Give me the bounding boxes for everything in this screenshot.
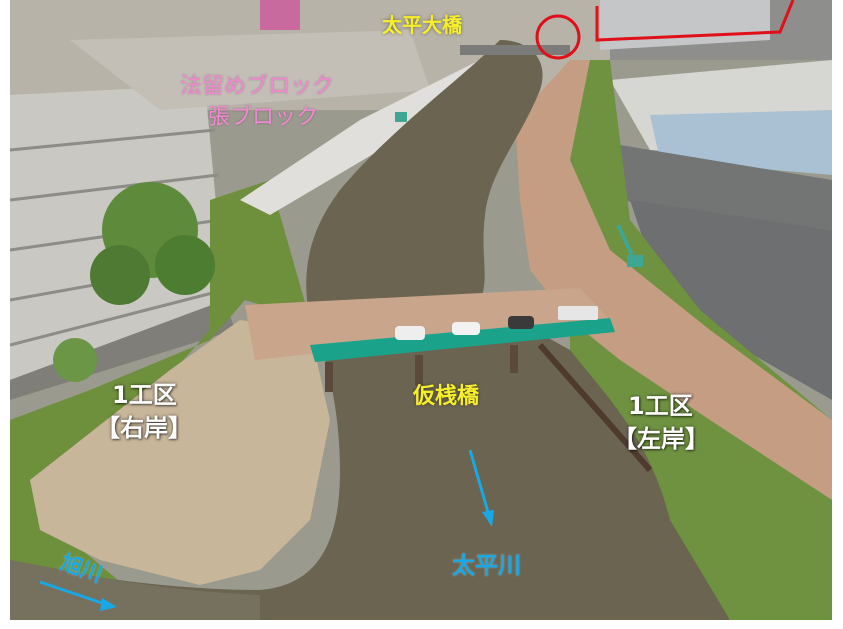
revetment-block <box>240 60 495 215</box>
flow-arrow-tributary <box>39 580 117 611</box>
excavators <box>395 112 643 267</box>
flow-arrow-main <box>468 449 494 527</box>
river-main-label: 太平川 <box>452 553 521 579</box>
bridge-top-label: 太平大橋 <box>382 13 462 37</box>
pink-building <box>260 0 300 30</box>
callout-circle <box>535 14 581 60</box>
sheet-pile-wall <box>537 343 653 472</box>
taihei-bridge <box>460 45 570 55</box>
mall-roof <box>70 30 430 110</box>
right-bank-site <box>30 320 330 585</box>
left-bank-label-line1: 1工区 <box>628 392 693 420</box>
temp-bridge-deck <box>245 288 610 360</box>
right-bank-label-line1: 1工区 <box>112 381 177 409</box>
right-parking-lot <box>590 140 832 230</box>
right-bank-label-line2: 【右岸】 <box>96 414 192 442</box>
block-label-line2: 張ブロック <box>208 105 319 130</box>
aerial-scene <box>10 0 832 620</box>
trees <box>53 182 215 382</box>
left-bank-label-line2: 【左岸】 <box>613 425 709 453</box>
aerial-photo <box>10 0 832 620</box>
right-lot <box>630 200 832 400</box>
temp-bridge-label: 仮桟橋 <box>413 384 480 409</box>
tributary-water <box>10 560 260 620</box>
vehicles <box>395 306 598 340</box>
left-bank-road <box>515 60 832 500</box>
temp-bridge-piles <box>325 345 518 392</box>
right-bank-grass <box>10 180 310 610</box>
temp-bridge-girder <box>310 318 615 362</box>
callout-line <box>595 0 795 42</box>
block-label-line1: 法留めブロック <box>180 74 335 99</box>
